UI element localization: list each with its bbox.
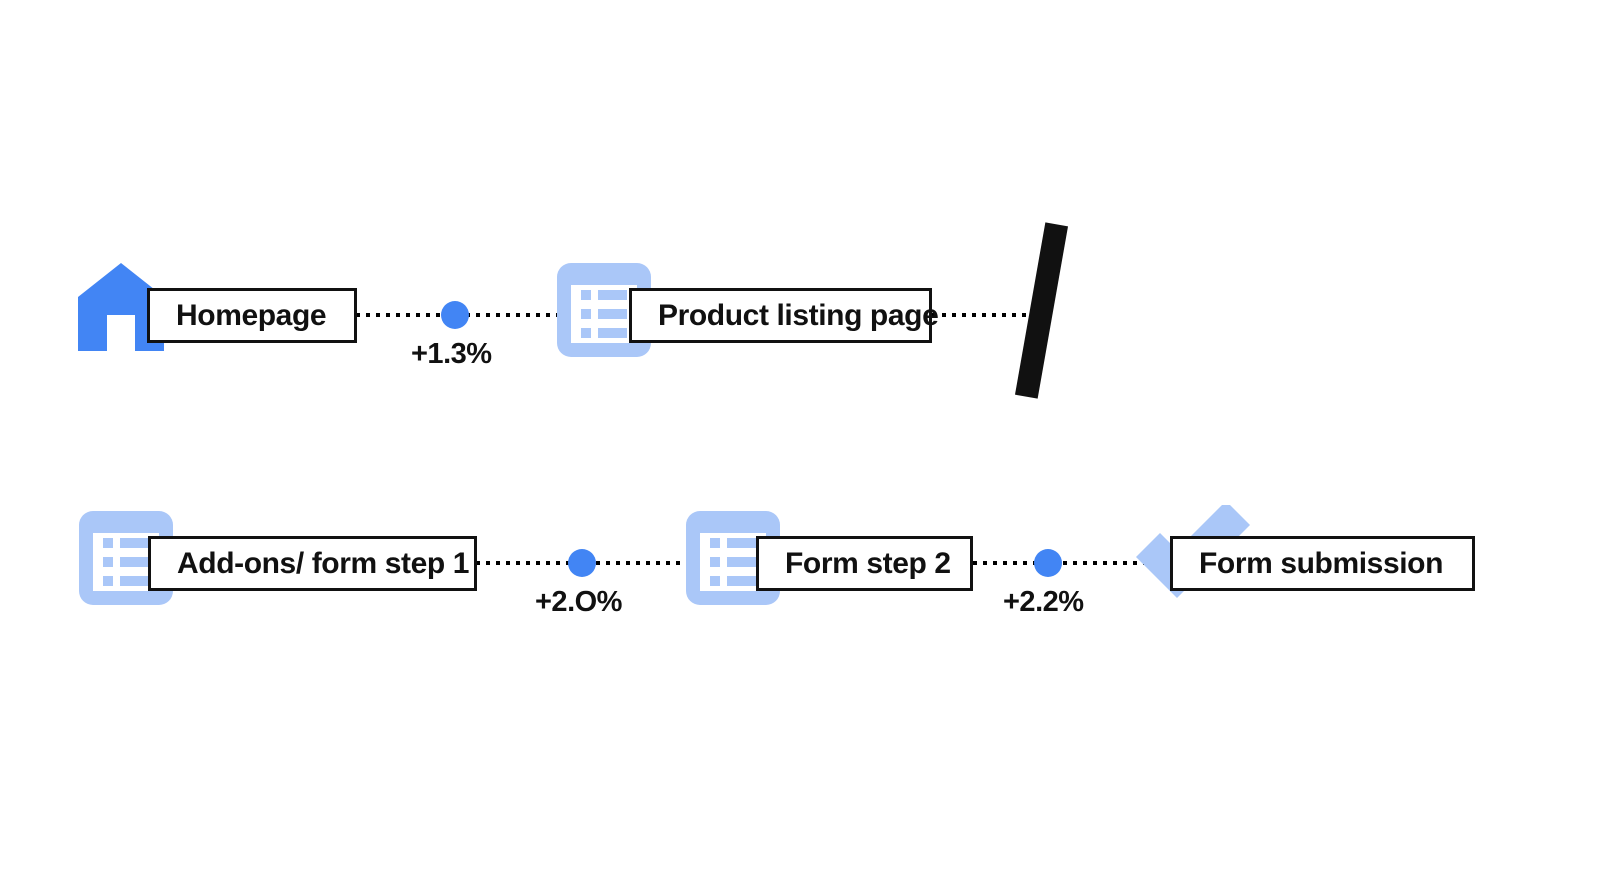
list-icon-bullet [581, 290, 591, 300]
list-icon-row [103, 538, 149, 548]
list-icon-bullet [710, 538, 720, 548]
node-homepage[interactable]: Homepage [147, 288, 357, 343]
metric-dot-2 [568, 549, 596, 577]
list-icon-bullet [103, 576, 113, 586]
list-icon-row [581, 328, 627, 338]
node-form-submission-label: Form submission [1199, 546, 1444, 580]
connector-form-step-2-to-form-submission [973, 561, 1171, 565]
list-icon-row [710, 557, 756, 567]
connector-product-listing-to-slash [932, 313, 1052, 317]
list-icon-row [103, 557, 149, 567]
list-icon-sheet [700, 533, 766, 591]
list-icon-sheet [571, 285, 637, 343]
list-icon-row [581, 290, 627, 300]
list-icon-bullet [710, 576, 720, 586]
list-icon-bullet [103, 538, 113, 548]
list-icon-bullet [581, 328, 591, 338]
list-icon-bar [598, 290, 627, 300]
list-icon-bar [598, 328, 627, 338]
metric-dot-3 [1034, 549, 1062, 577]
node-add-ons-form-step-1[interactable]: Add-ons/ form step 1 [148, 536, 477, 591]
list-icon-bullet [581, 309, 591, 319]
house-icon [78, 263, 164, 351]
metric-label-3: +2.2% [1003, 586, 1084, 618]
list-icon-bar [120, 576, 149, 586]
node-homepage-label: Homepage [176, 298, 327, 332]
node-product-listing-page-label: Product listing page [658, 298, 939, 332]
node-product-listing-page[interactable]: Product listing page [629, 288, 939, 343]
list-icon-bullet [710, 557, 720, 567]
node-form-step-2[interactable]: Form step 2 [756, 536, 973, 591]
list-icon-bar [727, 557, 756, 567]
list-icon-bar [120, 538, 149, 548]
list-icon-bar [727, 576, 756, 586]
list-icon-row [710, 538, 756, 548]
list-icon-row [581, 309, 627, 319]
metric-dot-1 [441, 301, 469, 329]
metric-label-1: +1.3% [411, 338, 492, 370]
list-icon-row [710, 576, 756, 586]
node-form-step-2-label: Form step 2 [785, 546, 951, 580]
metric-label-2: +2.O% [535, 586, 622, 618]
list-icon-bullet [103, 557, 113, 567]
list-icon-bar [120, 557, 149, 567]
slash-icon [1014, 222, 1069, 399]
node-form-submission[interactable]: Form submission [1170, 536, 1475, 591]
node-add-ons-form-step-1-label: Add-ons/ form step 1 [177, 546, 470, 580]
list-icon-bar [598, 309, 627, 319]
list-icon-row [103, 576, 149, 586]
list-icon-bar [727, 538, 756, 548]
